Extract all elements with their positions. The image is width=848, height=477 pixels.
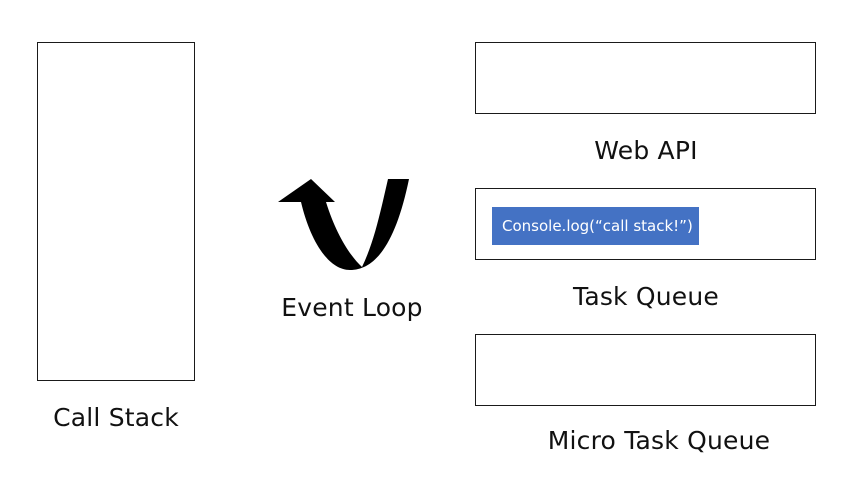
event-loop-label: Event Loop <box>281 293 423 322</box>
call-stack-label: Call Stack <box>53 403 179 432</box>
micro-task-queue-label: Micro Task Queue <box>547 426 771 455</box>
event-loop-arrow-shape <box>278 179 409 270</box>
micro-task-queue-box <box>475 334 816 406</box>
task-queue-label: Task Queue <box>572 282 720 311</box>
web-api-label: Web API <box>594 136 698 165</box>
task-queue-item-console-log: Console.log(“call stack!”) <box>492 207 699 245</box>
call-stack-box <box>37 42 195 381</box>
web-api-box <box>475 42 816 114</box>
event-loop-arrow-icon <box>278 179 409 270</box>
